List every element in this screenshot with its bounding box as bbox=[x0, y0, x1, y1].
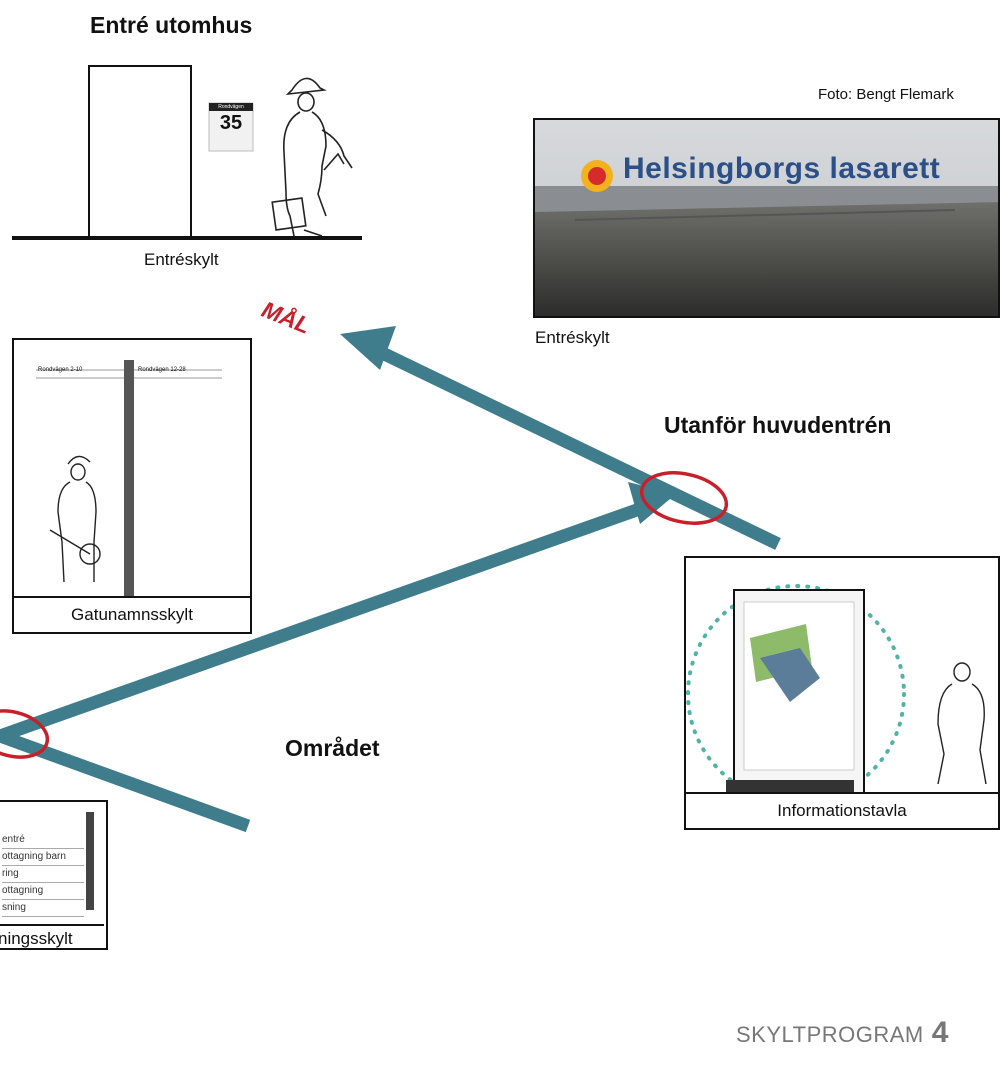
direction-row: sning bbox=[2, 900, 84, 917]
arrow-area-shaft-short bbox=[0, 729, 251, 833]
direction-row: entré bbox=[2, 832, 84, 849]
direction-caption: ningsskylt bbox=[0, 924, 104, 949]
photo-credit: Foto: Bengt Flemark bbox=[818, 86, 954, 103]
footer: SKYLTPROGRAM 4 bbox=[736, 1016, 948, 1050]
heading-outside-main-entrance: Utanför huvudentrén bbox=[664, 412, 892, 438]
street-sign-drawing bbox=[36, 360, 222, 596]
person-sketch-info bbox=[937, 662, 987, 785]
direction-row: ring bbox=[2, 866, 84, 883]
direction-row: ottagning barn bbox=[2, 849, 84, 866]
entrance-drawing bbox=[12, 65, 362, 240]
direction-sign-rows: entré ottagning barn ring ottagning snin… bbox=[2, 832, 84, 917]
street-sign-right: Rondvägen 12-28 bbox=[138, 367, 186, 373]
street-caption: Gatunamnsskylt bbox=[14, 596, 250, 632]
entrance-sign-illustration: 35 Rondvägen Entréskylt bbox=[12, 60, 364, 300]
direction-sign-post bbox=[86, 812, 94, 910]
direction-sign-panel: entré ottagning barn ring ottagning snin… bbox=[0, 800, 108, 950]
house-number: 35 bbox=[219, 112, 243, 134]
footer-page-number: 4 bbox=[931, 1016, 949, 1049]
info-board-panel: Informationstavla bbox=[684, 556, 1000, 830]
info-board-caption: Informationstavla bbox=[686, 792, 998, 828]
highlight-ellipse-area bbox=[0, 709, 50, 759]
heading-entrance-outdoor: Entré utomhus bbox=[90, 12, 253, 38]
person-with-basket-sketch bbox=[49, 455, 101, 583]
person-sketch bbox=[271, 77, 353, 237]
photo-drawing bbox=[535, 120, 998, 316]
door-outline bbox=[88, 65, 192, 239]
house-number-header: Rondvägen bbox=[218, 104, 244, 110]
photo-sign-text: Helsingborgs lasarett bbox=[623, 152, 941, 185]
direction-row: ottagning bbox=[2, 883, 84, 900]
highlight-ellipse-entrance bbox=[639, 471, 729, 525]
photo-caption: Entréskylt bbox=[535, 328, 610, 347]
street-sign-left: Rondvägen 2-10 bbox=[38, 367, 83, 373]
info-board-drawing bbox=[686, 584, 987, 821]
hospital-photo: Helsingborgs lasarett bbox=[533, 118, 1000, 318]
house-number-header-bar bbox=[209, 103, 253, 111]
heading-area: Området bbox=[285, 735, 380, 761]
arrow-area-to-entrance-shaft bbox=[0, 499, 651, 743]
entrance-caption: Entréskylt bbox=[144, 250, 219, 269]
arrow-to-goal-shaft bbox=[369, 342, 781, 550]
footer-program: SKYLTPROGRAM bbox=[736, 1022, 924, 1047]
street-sign-panel: Rondvägen 2-10 Rondvägen 12-28 Gatunamns… bbox=[12, 338, 252, 634]
arrow-to-goal-head bbox=[340, 326, 396, 370]
